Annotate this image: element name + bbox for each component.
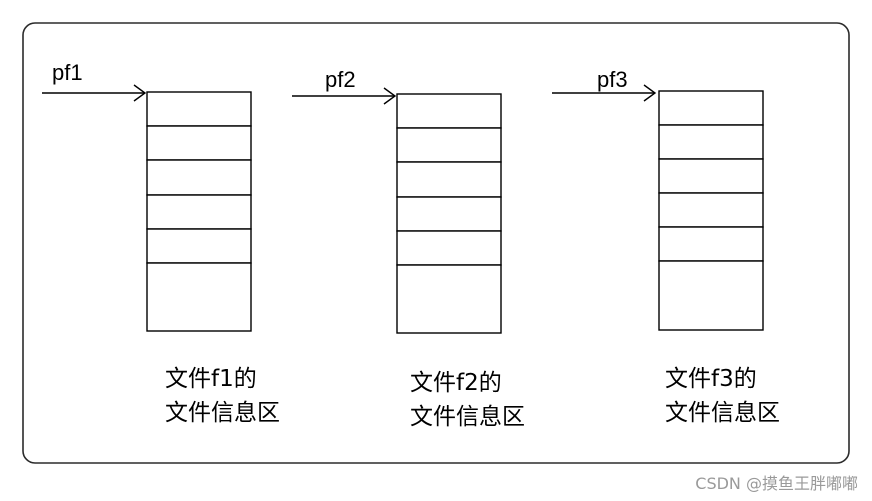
- caption-line2-f1: 文件信息区: [165, 400, 280, 426]
- file-info-cell: [396, 196, 502, 232]
- file-info-cell: [396, 93, 502, 129]
- file-info-cell: [146, 194, 252, 230]
- file-info-table-f3: [658, 90, 764, 331]
- file-info-cell: [146, 228, 252, 264]
- file-info-table-f1: [146, 91, 252, 332]
- caption-line2-f3: 文件信息区: [665, 400, 780, 426]
- caption-line1-f3: 文件f3的: [665, 366, 757, 392]
- file-info-cell: [146, 262, 252, 332]
- file-info-cell: [146, 125, 252, 161]
- file-info-cell: [658, 90, 764, 126]
- file-info-cell: [658, 260, 764, 331]
- watermark: CSDN @摸鱼王胖嘟嘟: [695, 474, 858, 493]
- arrowhead-pf3: [643, 84, 657, 102]
- outer-frame: [22, 22, 850, 464]
- file-info-cell: [658, 124, 764, 160]
- file-block-f3: pf3 文件f3的 文件信息区: [552, 67, 780, 426]
- arrowhead-pf1: [133, 84, 147, 102]
- file-info-cell: [396, 230, 502, 266]
- file-info-cell: [658, 226, 764, 262]
- file-info-cell: [396, 264, 502, 334]
- pointer-label-pf2: pf2: [325, 67, 356, 92]
- caption-line1-f2: 文件f2的: [410, 370, 502, 396]
- file-info-cell: [658, 192, 764, 228]
- caption-line2-f2: 文件信息区: [410, 404, 525, 430]
- file-block-f2: pf2 文件f2的 文件信息区: [292, 67, 525, 430]
- pointer-label-pf3: pf3: [597, 67, 628, 92]
- file-block-f1: pf1 文件f1的 文件信息区: [42, 60, 280, 426]
- file-info-table-f2: [396, 93, 502, 334]
- pointer-label-pf1: pf1: [52, 60, 83, 85]
- file-info-cell: [658, 158, 764, 194]
- file-info-cell: [396, 161, 502, 198]
- file-info-cell: [146, 91, 252, 127]
- file-info-cell: [396, 127, 502, 163]
- file-info-cell: [146, 159, 252, 196]
- caption-line1-f1: 文件f1的: [165, 366, 257, 392]
- arrowhead-pf2: [383, 87, 397, 105]
